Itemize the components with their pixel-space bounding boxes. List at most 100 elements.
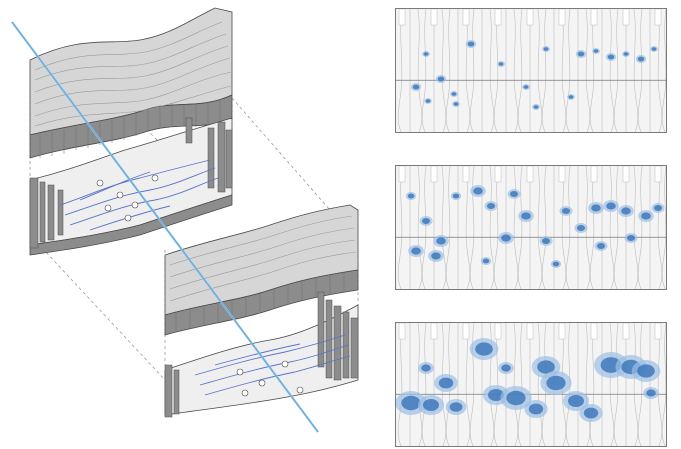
blob	[424, 98, 432, 104]
texture-tab	[430, 9, 438, 26]
texture-line	[493, 166, 499, 289]
texture-line	[613, 323, 619, 446]
texture-line	[493, 323, 499, 446]
blob	[540, 371, 572, 395]
texture-line	[421, 166, 427, 289]
texture-line	[637, 9, 643, 132]
texture-tab	[462, 166, 470, 183]
panel-1-graphic	[396, 9, 666, 132]
texture-tab	[462, 323, 470, 340]
blob	[452, 101, 460, 107]
texture-line	[661, 9, 666, 132]
texture-line	[565, 323, 571, 446]
texture-tab	[590, 166, 598, 183]
exploded-axonometric-model	[11, 7, 359, 433]
texture-line	[417, 9, 423, 132]
panel-3-graphic	[396, 323, 666, 446]
blob	[418, 395, 444, 415]
texture-tab	[494, 166, 502, 183]
texture-line	[441, 9, 447, 132]
blob	[603, 200, 619, 212]
texture-line	[633, 166, 639, 289]
texture-tab	[654, 323, 662, 340]
texture-line	[517, 166, 523, 289]
texture-line	[397, 166, 403, 289]
blob	[450, 91, 458, 97]
texture-line	[537, 166, 543, 289]
texture-line	[561, 166, 567, 289]
blob	[651, 203, 665, 213]
blob	[500, 386, 532, 410]
texture-line	[465, 9, 471, 132]
blob	[469, 338, 499, 360]
texture-line	[493, 9, 499, 132]
blob	[480, 257, 492, 265]
blob	[594, 241, 608, 251]
texture-line	[397, 9, 403, 132]
texture-line	[445, 323, 451, 446]
blob	[588, 202, 604, 214]
texture-line	[441, 166, 447, 289]
blob	[522, 84, 530, 90]
texture-line	[465, 166, 471, 289]
blob	[419, 216, 433, 226]
blob	[624, 233, 638, 243]
blob	[405, 192, 417, 200]
texture-tab	[526, 166, 534, 183]
texture-line	[565, 166, 571, 289]
blob	[422, 51, 430, 57]
blob	[622, 51, 630, 57]
blob	[563, 391, 589, 411]
blob	[507, 189, 521, 199]
texture-line	[541, 9, 547, 132]
texture-line	[585, 323, 591, 446]
texture-tab	[430, 166, 438, 183]
texture-tab	[398, 166, 406, 183]
texture-tab	[494, 9, 502, 26]
texture-line	[517, 323, 523, 446]
texture-tab	[590, 9, 598, 26]
texture-line	[445, 166, 451, 289]
texture-line	[469, 9, 475, 132]
blob	[635, 55, 647, 63]
blob	[518, 210, 534, 222]
texture-tab	[558, 9, 566, 26]
texture-line	[589, 323, 595, 446]
texture-line	[657, 166, 663, 289]
texture-line	[633, 323, 639, 446]
texture-line	[541, 166, 547, 289]
texture-line	[589, 9, 595, 132]
texture-tab	[590, 323, 598, 340]
texture-tab	[654, 9, 662, 26]
blob	[532, 104, 540, 110]
blob	[428, 250, 444, 262]
blob	[592, 48, 600, 54]
texture-tab	[622, 166, 630, 183]
texture-line	[441, 323, 447, 446]
texture-line	[421, 323, 427, 446]
blob	[450, 192, 462, 200]
texture-tab	[622, 9, 630, 26]
blob	[567, 94, 575, 100]
texture-line	[513, 166, 519, 289]
texture-line	[613, 9, 619, 132]
blob	[498, 232, 514, 244]
blob	[638, 210, 654, 222]
texture-line	[397, 323, 403, 446]
blob	[445, 399, 467, 415]
blob	[497, 61, 505, 67]
texture-line	[613, 166, 619, 289]
texture-line	[661, 323, 666, 446]
texture-line	[609, 166, 615, 289]
blob	[410, 83, 422, 91]
texture-line	[609, 323, 615, 446]
texture-line	[489, 166, 495, 289]
blob	[574, 223, 588, 233]
texture-tab	[526, 323, 534, 340]
texture-line	[445, 9, 451, 132]
texture-tab	[494, 323, 502, 340]
blob	[605, 53, 617, 61]
blob	[542, 46, 550, 52]
blob	[396, 391, 427, 415]
